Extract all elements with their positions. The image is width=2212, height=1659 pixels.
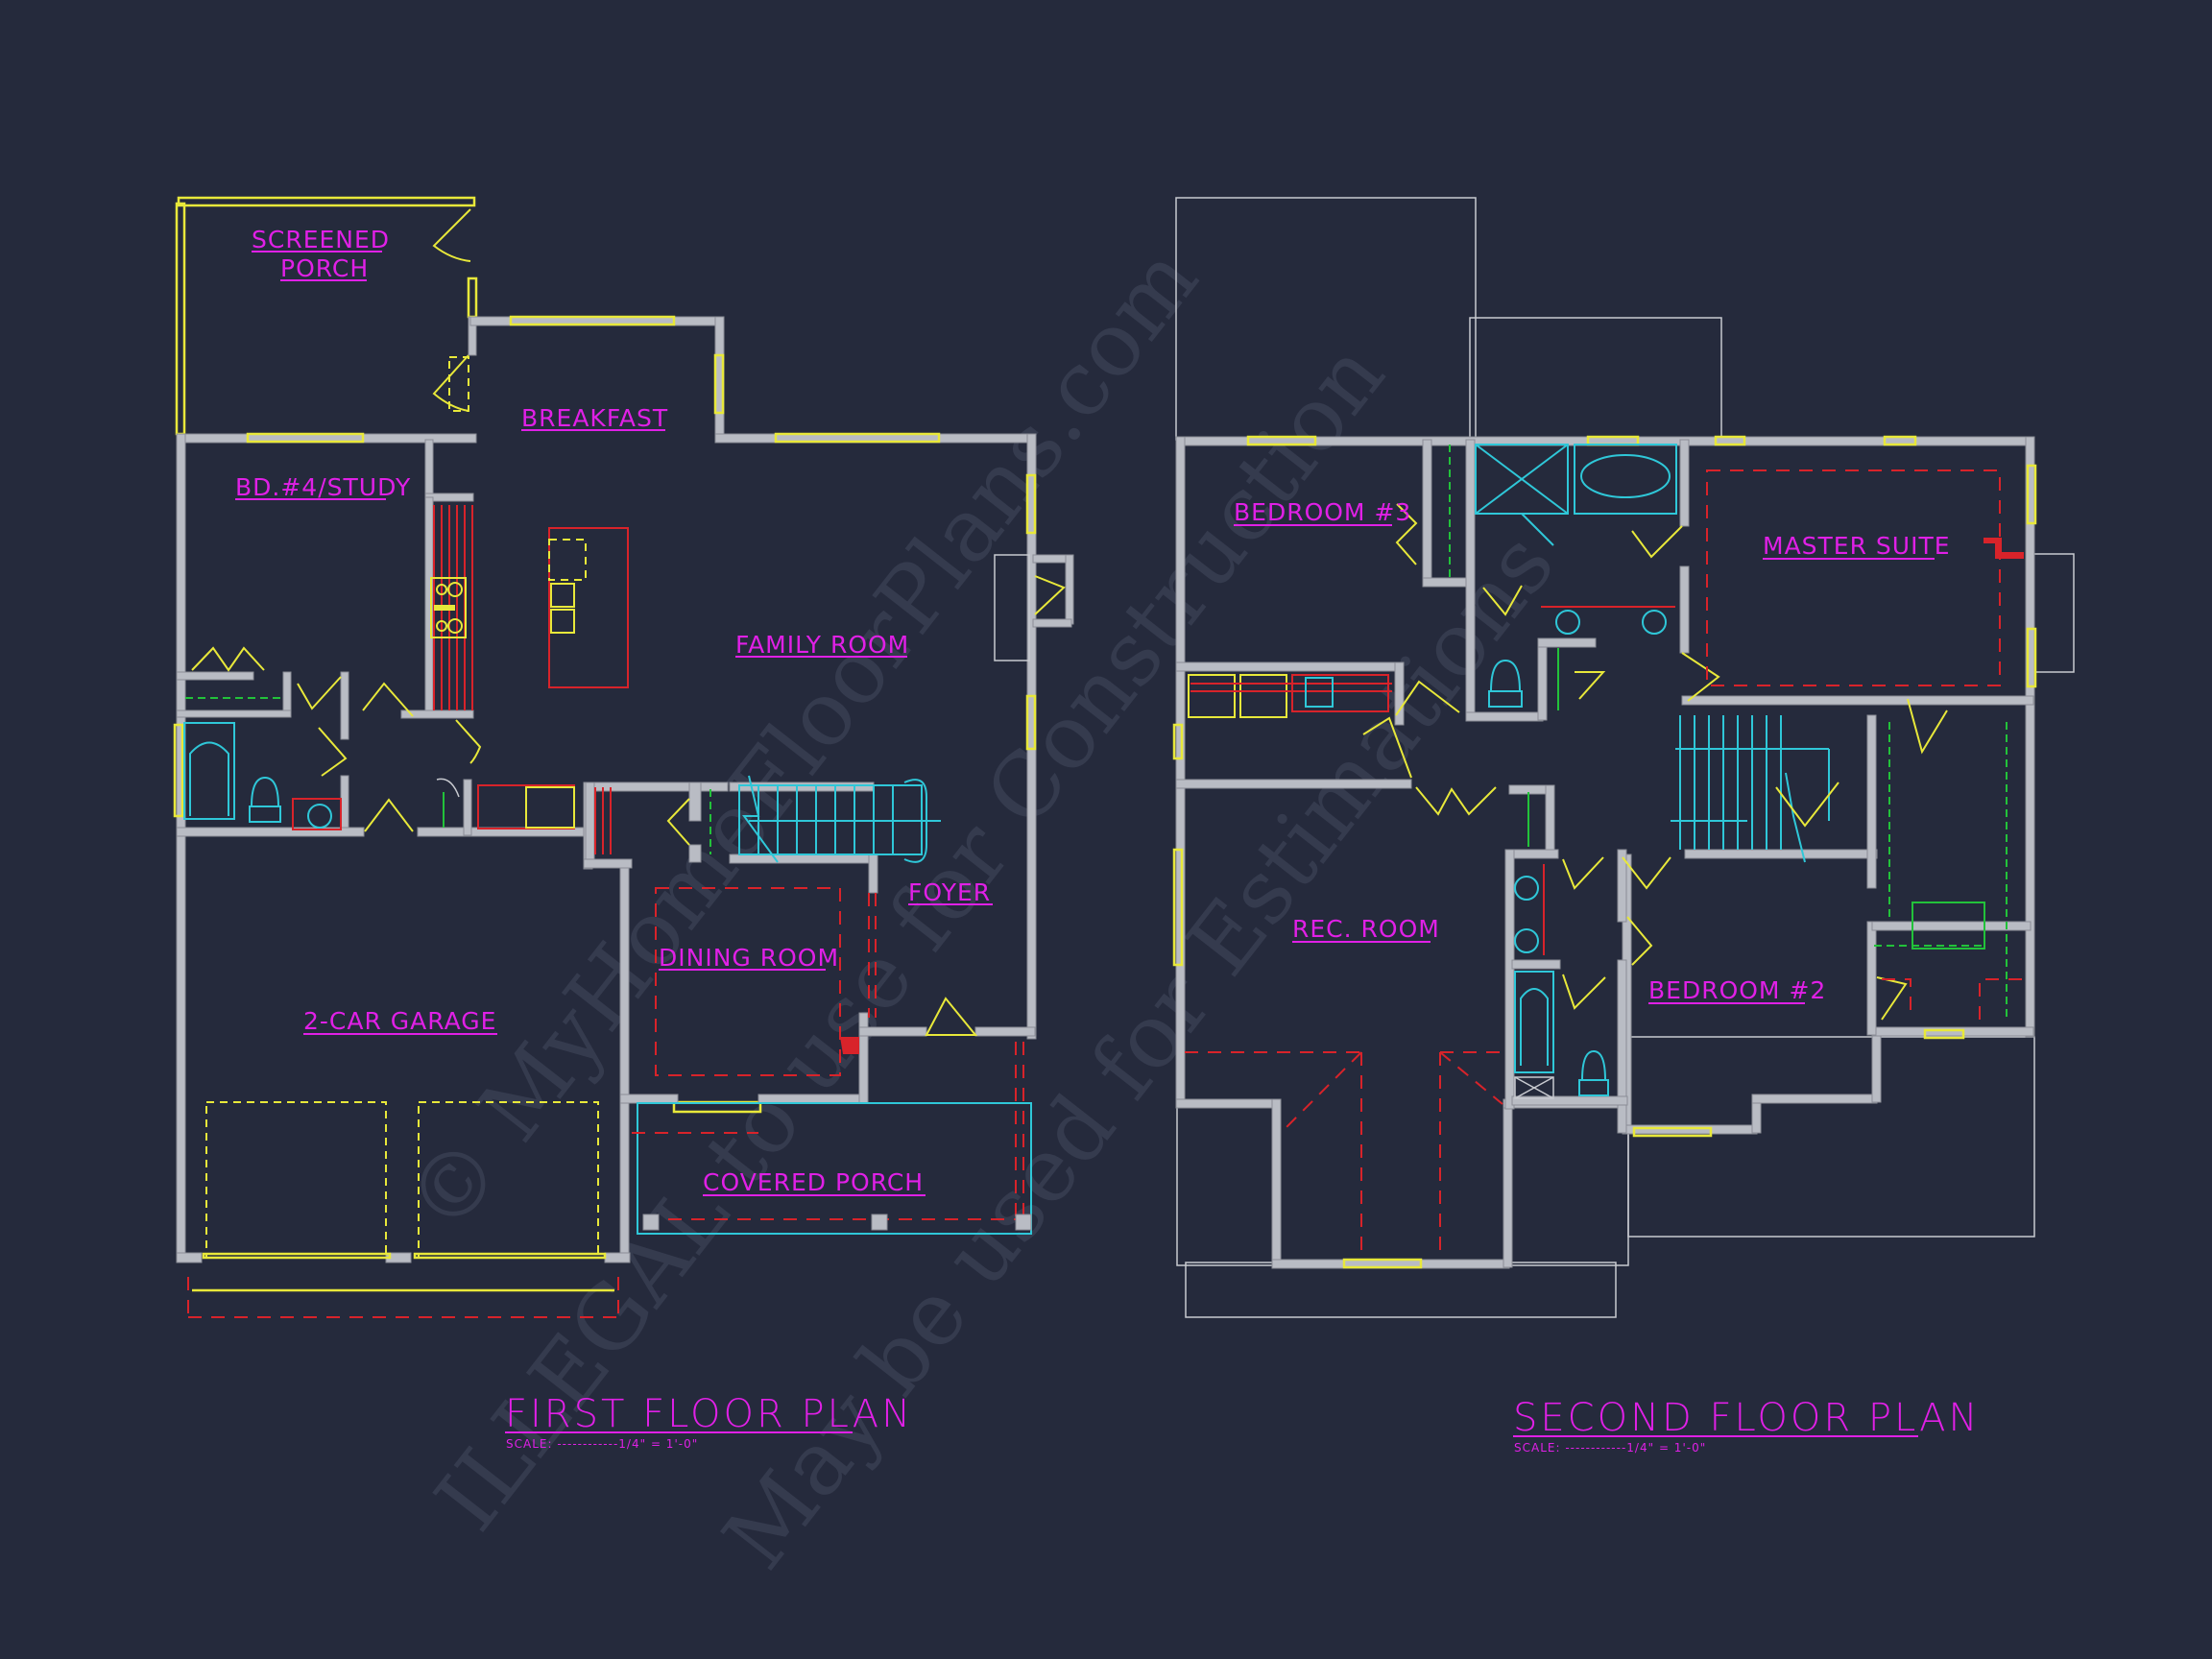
first-floor-bath [183,646,482,832]
second-floor-windows [1172,435,2037,1269]
cooktop-icon [430,577,467,638]
label-foyer: FOYER [908,878,991,906]
kitchen-island [548,527,629,688]
second-floor-fixtures [1185,444,2024,1260]
toilet-icon [250,776,280,807]
first-floor-windows [173,315,1037,1114]
label-garage: 2-CAR GARAGE [303,1007,496,1035]
label-screened: SCREENED [252,226,390,253]
toilet-icon [1489,659,1522,692]
second-floor-scale: SCALE: ------------1/4" = 1'-0" [1514,1441,1706,1455]
master-tray-ceiling [1706,469,2001,686]
washer-icon [1188,674,1236,718]
label-master-suite: MASTER SUITE [1763,532,1951,560]
first-floor-title-block: FIRST FLOOR PLAN SCALE: ------------1/4"… [505,1392,913,1451]
first-floor-plan: SCREENED PORCH BREAKFAST BD.#4/STUDY FAM… [173,196,1074,1451]
label-bd4-study: BD.#4/STUDY [235,473,411,501]
first-floor-interior-walls [176,439,1036,1104]
label-rec-room: REC. ROOM [1292,915,1440,943]
label-bedroom-3: BEDROOM #3 [1234,498,1411,526]
dining-foyer-porch [187,887,1032,1318]
second-floor-plan: BEDROOM #3 MASTER SUITE REC. ROOM BEDROO… [1172,197,2075,1455]
label-family-room: FAMILY ROOM [735,631,909,659]
first-floor-labels: SCREENED PORCH BREAKFAST BD.#4/STUDY FAM… [235,226,993,1196]
second-floor-stairs [1671,715,1830,863]
label-breakfast: BREAKFAST [521,404,668,432]
label-porch: PORCH [280,254,369,282]
sink-icon [1555,610,1580,635]
second-floor-title-block: SECOND FLOOR PLAN SCALE: ------------1/4… [1513,1396,1980,1455]
bathtub-icon [1514,971,1554,1073]
second-floor-title: SECOND FLOOR PLAN [1513,1396,1980,1440]
sink-icon [307,804,332,829]
first-floor-title: FIRST FLOOR PLAN [505,1392,913,1436]
sink-icon [1642,610,1667,635]
label-dining-room: DINING ROOM [659,944,839,972]
laundry-sink-icon [1305,677,1334,708]
second-floor-interior-walls [1175,439,2034,1134]
dryer-icon [1239,674,1287,718]
label-bedroom-2: BEDROOM #2 [1648,976,1826,1004]
first-floor-scale: SCALE: ------------1/4" = 1'-0" [506,1437,698,1451]
first-floor-stairs [666,775,941,863]
kitchen [430,505,629,854]
toilet-icon [1580,1049,1607,1081]
bathtub-icon [183,722,235,820]
bathtub-icon [1580,454,1671,498]
watermark: © MyHomeFloorPlans.com ILLEGAL to use fo… [387,228,1575,1588]
label-covered-porch: COVERED PORCH [703,1168,924,1196]
second-floor-labels: BEDROOM #3 MASTER SUITE REC. ROOM BEDROO… [1234,498,1951,1004]
